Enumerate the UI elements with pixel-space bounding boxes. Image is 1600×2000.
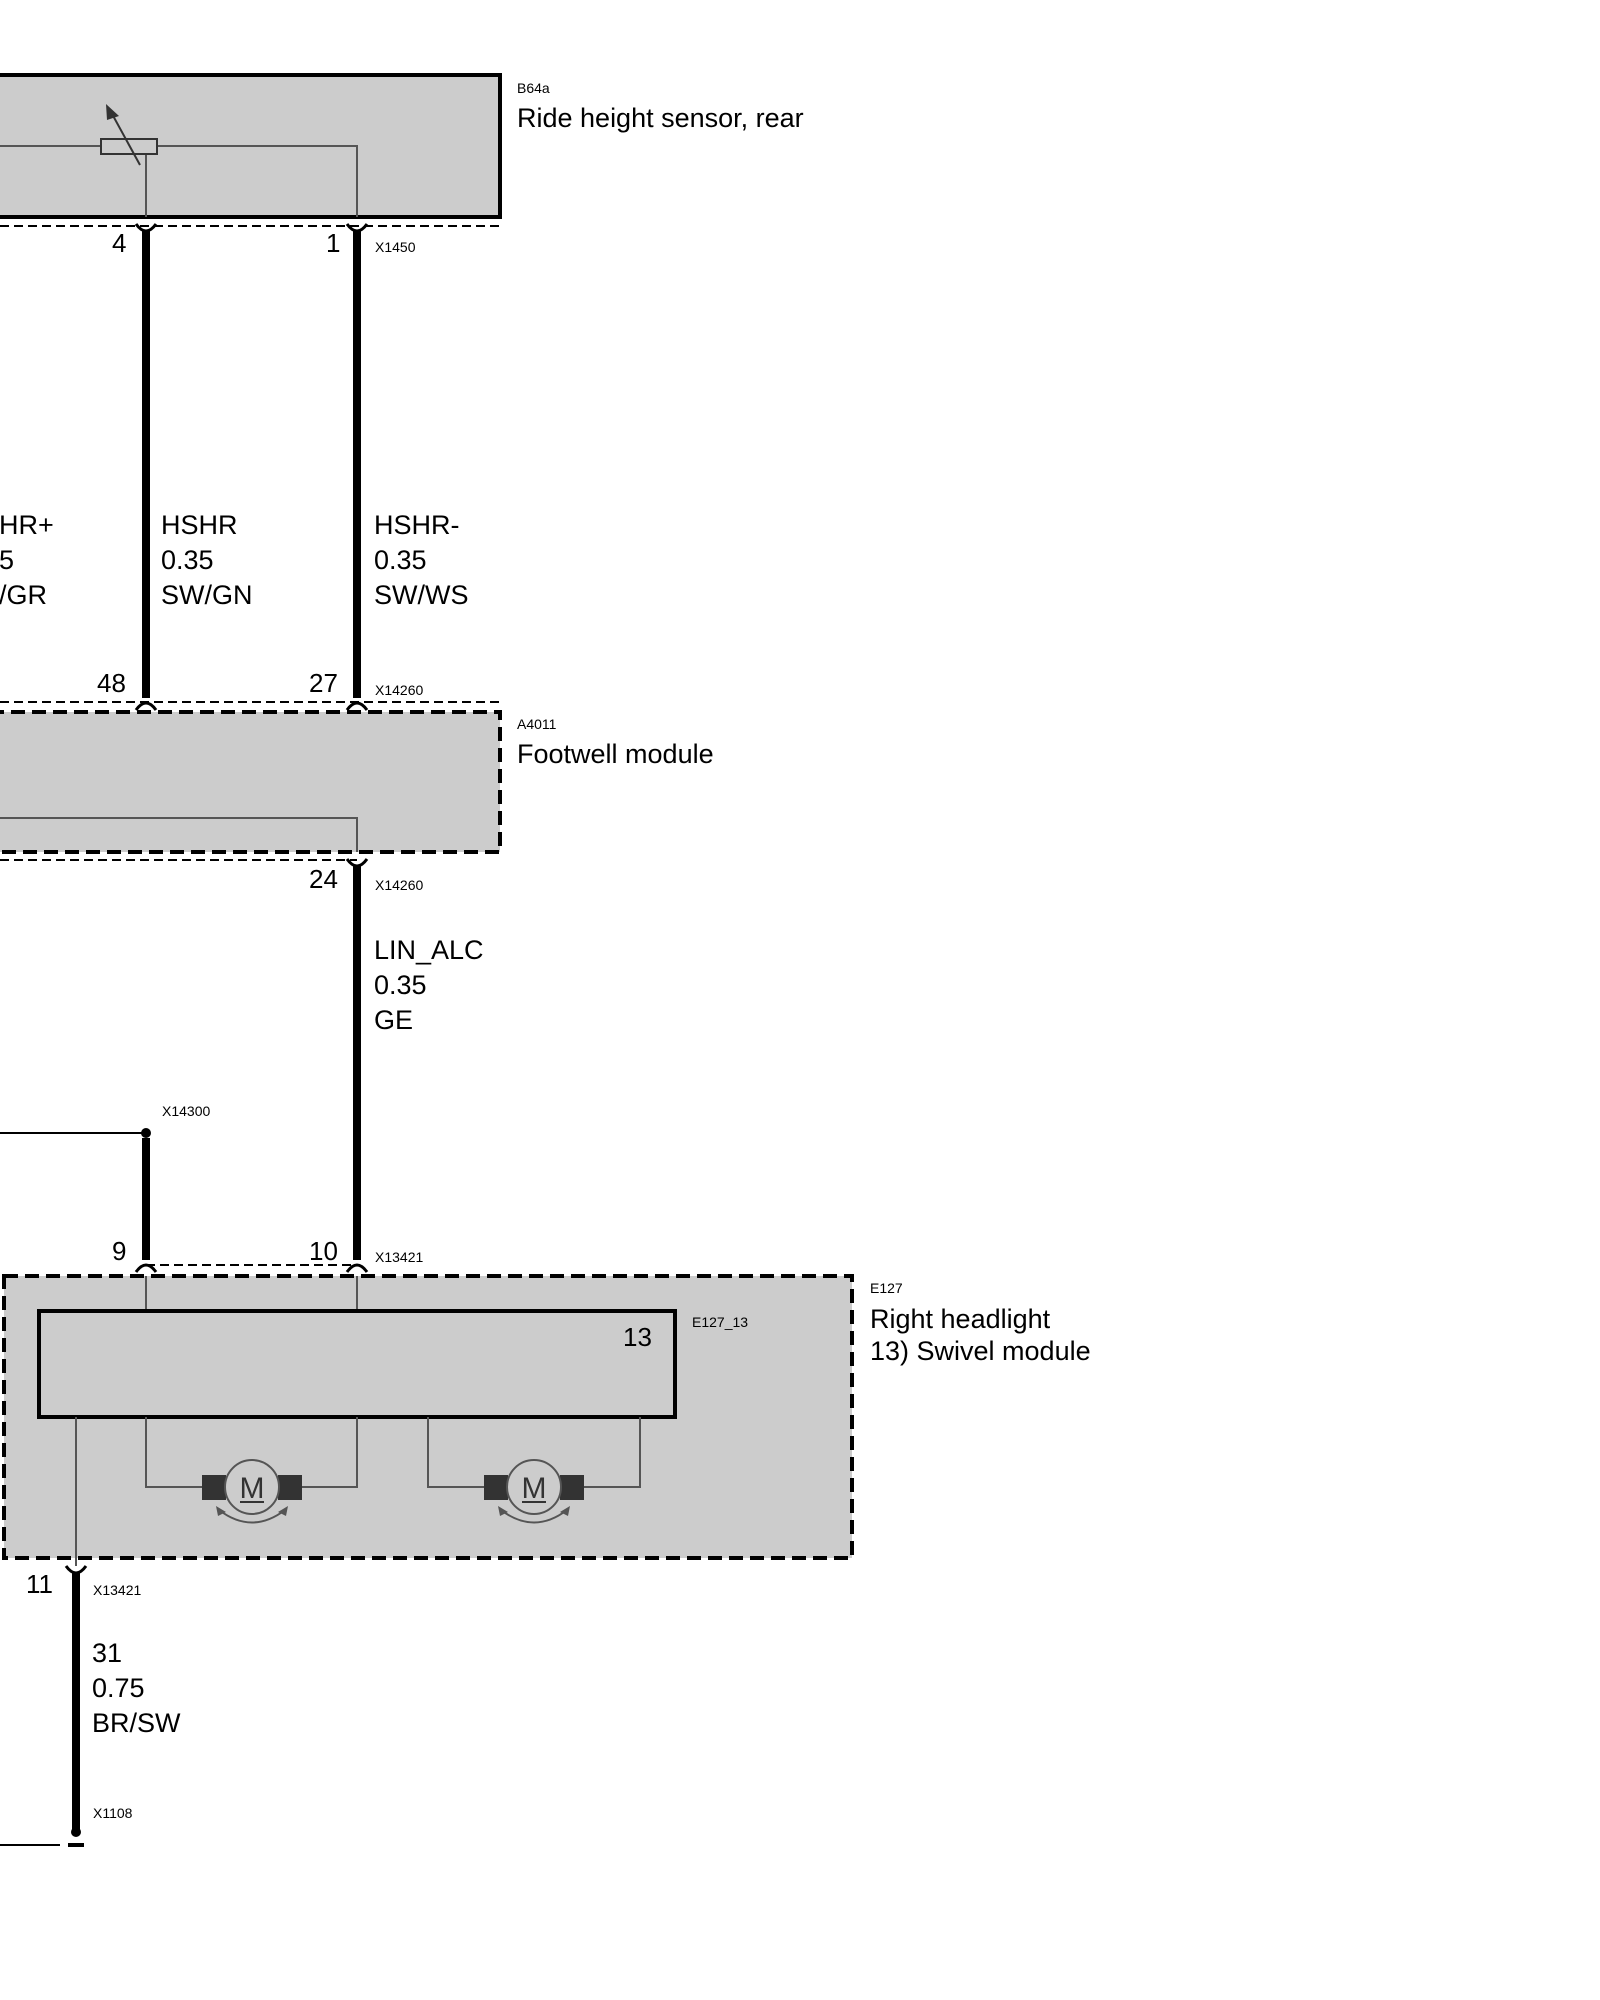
pin-27-label: 27 [309, 668, 338, 698]
sensor-name: Ride height sensor, rear [517, 103, 804, 133]
footwell-name: Footwell module [517, 739, 714, 769]
sensor-internal-wiring [0, 145, 358, 217]
motor-2-block-left [484, 1475, 508, 1500]
motor-1-icon [224, 1459, 280, 1515]
swivel-module-code: E127_13 [692, 1314, 749, 1330]
motor-1-block-left [202, 1475, 226, 1500]
headlight-code: E127 [870, 1280, 903, 1296]
swivel-module-box [37, 1309, 677, 1419]
footwell-bottom-connector-code: X14260 [375, 877, 424, 893]
pin-9-label: 9 [112, 1236, 127, 1266]
pin-24-label: 24 [309, 864, 338, 894]
pin-48-terminal [134, 701, 158, 711]
motor-2-letter: M [522, 1472, 547, 1505]
motor-2-rotation [500, 1509, 568, 1524]
headlight-name: Right headlight [870, 1304, 1051, 1334]
swivel-module-description: 13) Swivel module [870, 1336, 1091, 1366]
motor-1-letter: M [240, 1472, 265, 1505]
pin-27-terminal [345, 701, 369, 711]
potentiometer-wiper [110, 111, 141, 166]
x1108-node [71, 1827, 81, 1837]
pin-1-label: 1 [326, 228, 341, 258]
motor-2-icon [506, 1459, 562, 1515]
footwell-top-connector-code: X14260 [375, 682, 424, 698]
sensor-code: B64a [517, 80, 550, 96]
swivel-module-number: 13 [623, 1322, 652, 1352]
pin-48-label: 48 [97, 668, 126, 698]
pin-4-terminal [134, 223, 158, 233]
footwell-module-box [0, 710, 502, 854]
pin-11-terminal [64, 1565, 88, 1575]
x14300-node [141, 1128, 151, 1138]
pin-1-terminal [345, 223, 369, 233]
motor-1-rotation [218, 1509, 286, 1524]
sensor-connector-code: X1450 [375, 239, 416, 255]
pin-10-terminal [345, 1263, 369, 1273]
pin-9-terminal [134, 1263, 158, 1273]
motor-2-wiring [427, 1417, 641, 1488]
footwell-code: A4011 [517, 716, 557, 732]
pin-4-label: 4 [112, 228, 127, 258]
x1108-code: X1108 [93, 1805, 133, 1821]
pin-11-label: 11 [26, 1569, 53, 1599]
motor-2-block-right [560, 1475, 584, 1500]
wire-hshr-plus-label: HR+5/GR [0, 510, 54, 610]
motor-1-wiring [145, 1417, 358, 1488]
motor-1-block-right [278, 1475, 302, 1500]
headlight-connector-code: X13421 [375, 1249, 424, 1265]
pin-10-label: 10 [309, 1236, 338, 1266]
x14300-code: X14300 [162, 1103, 211, 1119]
potentiometer-arrow [106, 104, 119, 120]
ground-connector-code: X13421 [93, 1582, 142, 1598]
footwell-internal-wiring [0, 817, 358, 852]
